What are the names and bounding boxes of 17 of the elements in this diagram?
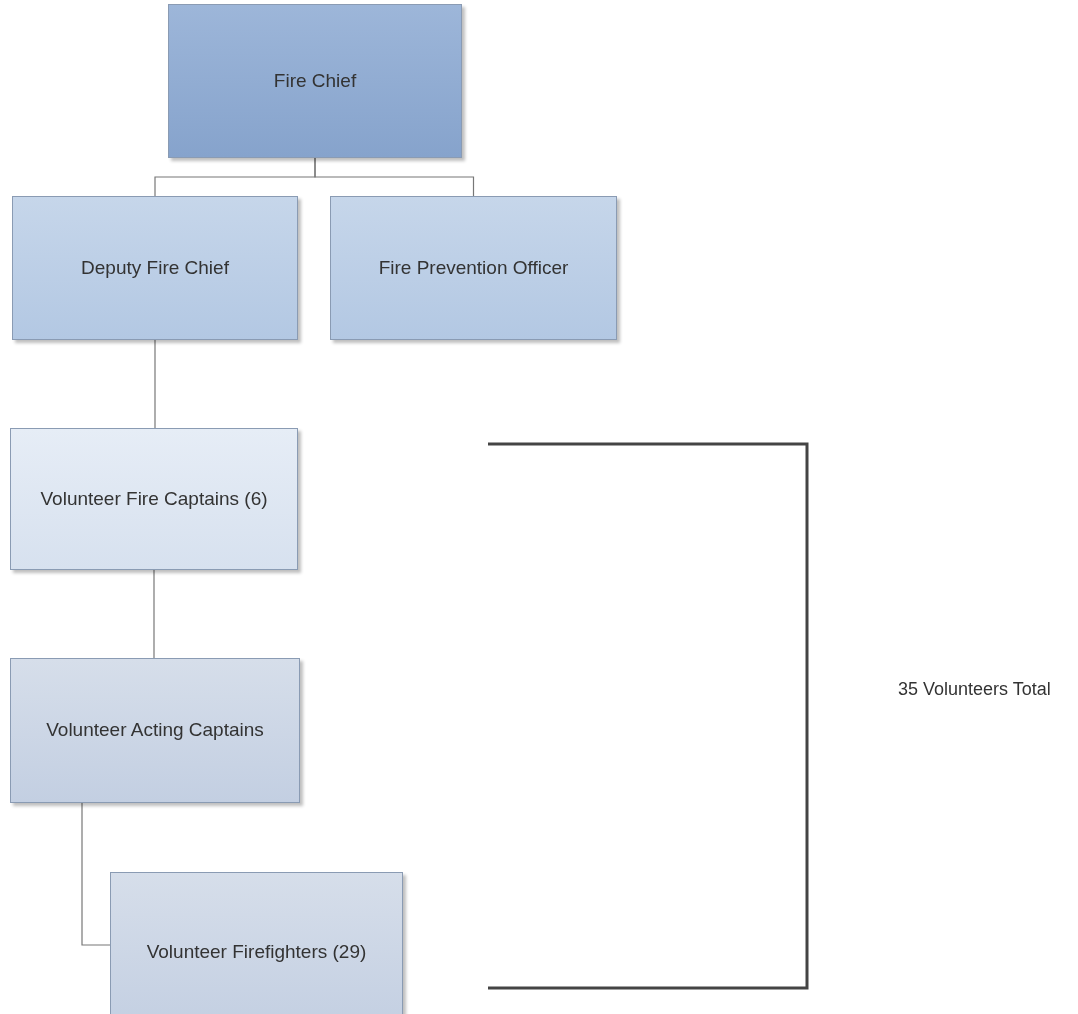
role-title: Deputy Fire Chief (81, 255, 229, 280)
role-title: Volunteer Firefighters (29) (146, 939, 367, 964)
org-box (10, 428, 298, 570)
connector-line (153, 569, 155, 659)
connector-line (154, 339, 156, 429)
org-box (330, 196, 617, 340)
total-note: 35 Volunteers Total (898, 679, 1051, 700)
org-box (12, 196, 298, 340)
connector-line (314, 157, 475, 197)
org-box (10, 658, 300, 803)
role-title: Volunteer Acting Captains (46, 718, 264, 743)
org-box (168, 4, 462, 158)
connector-line (81, 802, 111, 946)
role-title: Fire Chief (273, 68, 357, 93)
role-title: Fire Prevention Officer (378, 255, 569, 280)
role-title: Volunteer Fire Captains (6) (40, 486, 268, 511)
org-box (110, 872, 403, 1014)
